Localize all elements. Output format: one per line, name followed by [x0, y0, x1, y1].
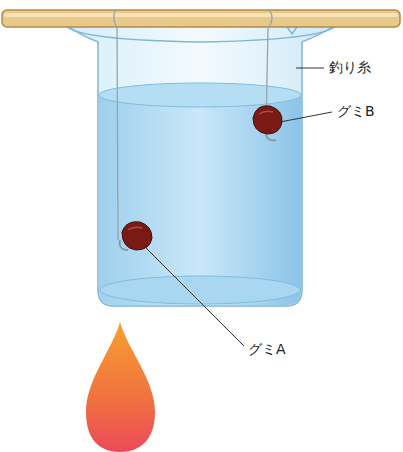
wooden-rod: [2, 10, 400, 27]
gummy: [253, 106, 282, 134]
leader-line: [280, 112, 332, 122]
callout-label: グミA: [246, 341, 288, 358]
beaker-bottom: [100, 276, 300, 304]
gummy-shine: [259, 111, 273, 114]
flame: [86, 322, 155, 452]
callout-label: グミB: [335, 103, 377, 120]
water: [99, 95, 301, 305]
leader-line: [146, 248, 244, 346]
leader-line: [296, 68, 324, 69]
water-surface: [99, 83, 301, 107]
rod-highlight: [4, 13, 398, 17]
callout-label: 釣り糸: [327, 59, 373, 76]
fishing-line: [114, 10, 118, 240]
gummy-shine: [128, 227, 142, 230]
gummy: [122, 222, 152, 250]
beaker: [68, 26, 334, 306]
